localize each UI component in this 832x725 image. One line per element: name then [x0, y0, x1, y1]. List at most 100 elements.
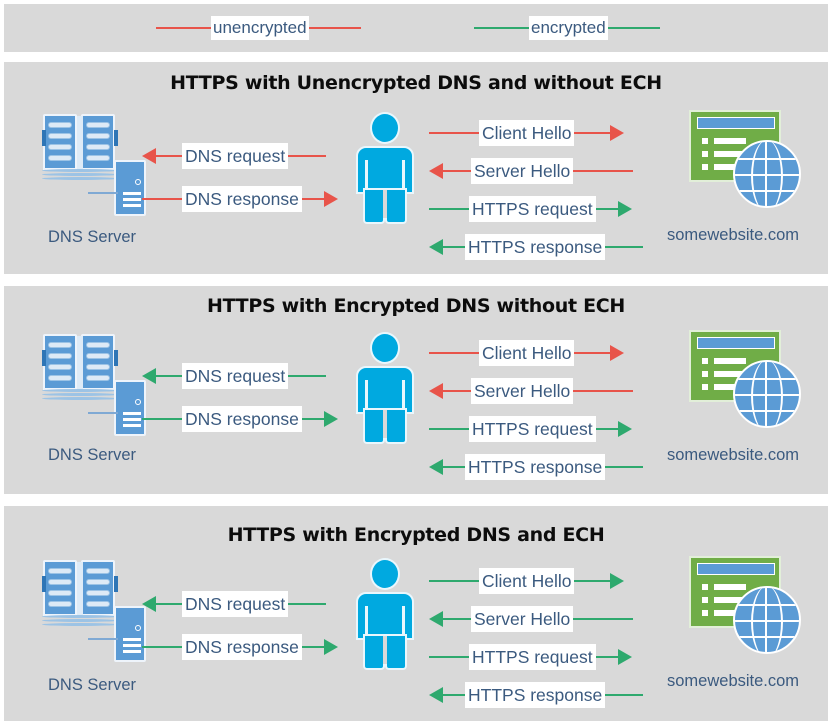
- server-connector-line: [88, 638, 118, 640]
- flow-line-segment: [301, 198, 324, 200]
- arrow-head-right-icon: [323, 639, 338, 655]
- flow-arrow: HTTPS request: [429, 416, 632, 442]
- flow-arrow: HTTPS response: [429, 682, 644, 708]
- flow-line-segment: [574, 132, 611, 134]
- flow-label: HTTPS request: [469, 196, 596, 222]
- flow-arrow: Client Hello: [429, 568, 625, 594]
- flow-line-segment: [288, 375, 327, 377]
- scenario-panel-3: HTTPS with Encrypted DNS and ECH DNS Ser…: [4, 506, 828, 721]
- flow-line-segment: [156, 375, 182, 377]
- arrow-head-left-icon: [429, 239, 443, 255]
- flow-line-segment: [156, 603, 182, 605]
- flow-arrow: Server Hello: [429, 606, 634, 632]
- arrow-head-right-icon: [323, 411, 338, 427]
- legend-label-encrypted: encrypted: [529, 16, 608, 40]
- website-globe-icon: [689, 110, 801, 210]
- flow-label: Server Hello: [471, 378, 574, 404]
- flow-arrow: DNS request: [142, 363, 327, 389]
- flow-line-segment: [429, 132, 479, 134]
- arrow-head-right-icon: [617, 649, 632, 665]
- dns-server-label: DNS Server: [48, 676, 137, 694]
- flow-arrow: Server Hello: [429, 378, 634, 404]
- scenario-panel-2: HTTPS with Encrypted DNS without ECH DNS…: [4, 286, 828, 494]
- flow-label: DNS response: [182, 406, 302, 432]
- flow-line-segment: [429, 656, 469, 658]
- flow-line-segment: [443, 390, 471, 392]
- flow-arrow: DNS response: [142, 406, 338, 432]
- flow-line-segment: [443, 170, 471, 172]
- flow-label: Client Hello: [479, 340, 575, 366]
- flow-label: HTTPS request: [469, 416, 596, 442]
- flow-line-segment: [574, 352, 611, 354]
- panel-title: HTTPS with Unencrypted DNS and without E…: [170, 72, 662, 94]
- phonebook-icon: [42, 560, 118, 626]
- flow-line-segment: [301, 418, 324, 420]
- website-label: somewebsite.com: [667, 672, 800, 690]
- flow-label: HTTPS response: [465, 234, 606, 260]
- flow-line-segment: [573, 170, 634, 172]
- flow-label: HTTPS response: [465, 454, 606, 480]
- flow-label: Server Hello: [471, 158, 574, 184]
- flow-label: HTTPS response: [465, 682, 606, 708]
- flow-arrow: DNS response: [142, 634, 338, 660]
- flow-label: DNS response: [182, 186, 302, 212]
- flow-line-segment: [429, 208, 469, 210]
- arrow-head-right-icon: [617, 201, 632, 217]
- legend-line-swatch-encrypted: [474, 27, 529, 29]
- flow-line-segment: [595, 656, 618, 658]
- flow-line-segment: [429, 352, 479, 354]
- phonebook-icon: [42, 114, 118, 180]
- server-connector-line: [88, 412, 118, 414]
- flow-label: Server Hello: [471, 606, 574, 632]
- legend-line-swatch-unencrypted: [156, 27, 211, 29]
- globe-icon: [733, 360, 801, 428]
- flow-line-segment: [288, 155, 327, 157]
- flow-line-segment: [142, 646, 182, 648]
- flow-label: Client Hello: [479, 120, 575, 146]
- flow-line-segment: [301, 646, 324, 648]
- server-tower-icon: [114, 606, 146, 662]
- dns-server-label: DNS Server: [48, 446, 137, 464]
- website-globe-icon: [689, 330, 801, 430]
- arrow-head-left-icon: [429, 163, 443, 179]
- flow-arrow: DNS request: [142, 591, 327, 617]
- flow-line-segment: [443, 246, 465, 248]
- arrow-head-left-icon: [429, 383, 443, 399]
- flow-arrow: Server Hello: [429, 158, 634, 184]
- flow-arrow: HTTPS request: [429, 644, 632, 670]
- arrow-head-right-icon: [617, 421, 632, 437]
- server-tower-icon: [114, 380, 146, 436]
- person-icon: [354, 558, 416, 670]
- arrow-head-left-icon: [429, 611, 443, 627]
- flow-line-segment: [605, 246, 644, 248]
- panel-title: HTTPS with Encrypted DNS and ECH: [227, 524, 605, 546]
- website-label: somewebsite.com: [667, 226, 800, 244]
- flow-line-segment: [595, 428, 618, 430]
- flow-arrow: HTTPS request: [429, 196, 632, 222]
- website-globe-icon: [689, 556, 801, 656]
- arrow-head-left-icon: [429, 459, 443, 475]
- flow-line-segment: [605, 466, 644, 468]
- flow-arrow: HTTPS response: [429, 234, 644, 260]
- legend-band: unencrypted encrypted: [4, 4, 828, 52]
- flow-label: DNS response: [182, 634, 302, 660]
- flow-line-segment: [443, 466, 465, 468]
- flow-line-segment: [574, 580, 611, 582]
- arrow-head-left-icon: [142, 368, 156, 384]
- flow-line-segment: [429, 580, 479, 582]
- server-connector-line: [88, 192, 118, 194]
- flow-arrow: HTTPS response: [429, 454, 644, 480]
- flow-line-segment: [573, 618, 634, 620]
- panel-title: HTTPS with Encrypted DNS without ECH: [206, 295, 626, 317]
- flow-line-segment: [605, 694, 644, 696]
- legend-item-unencrypted: unencrypted: [156, 16, 361, 40]
- legend-label-unencrypted: unencrypted: [211, 16, 309, 40]
- flow-line-segment: [429, 428, 469, 430]
- person-icon: [354, 112, 416, 224]
- flow-label: DNS request: [182, 591, 289, 617]
- flow-line-segment: [142, 198, 182, 200]
- flow-arrow: DNS request: [142, 143, 327, 169]
- flow-arrow: Client Hello: [429, 120, 625, 146]
- flow-line-segment: [156, 155, 182, 157]
- phonebook-icon: [42, 334, 118, 400]
